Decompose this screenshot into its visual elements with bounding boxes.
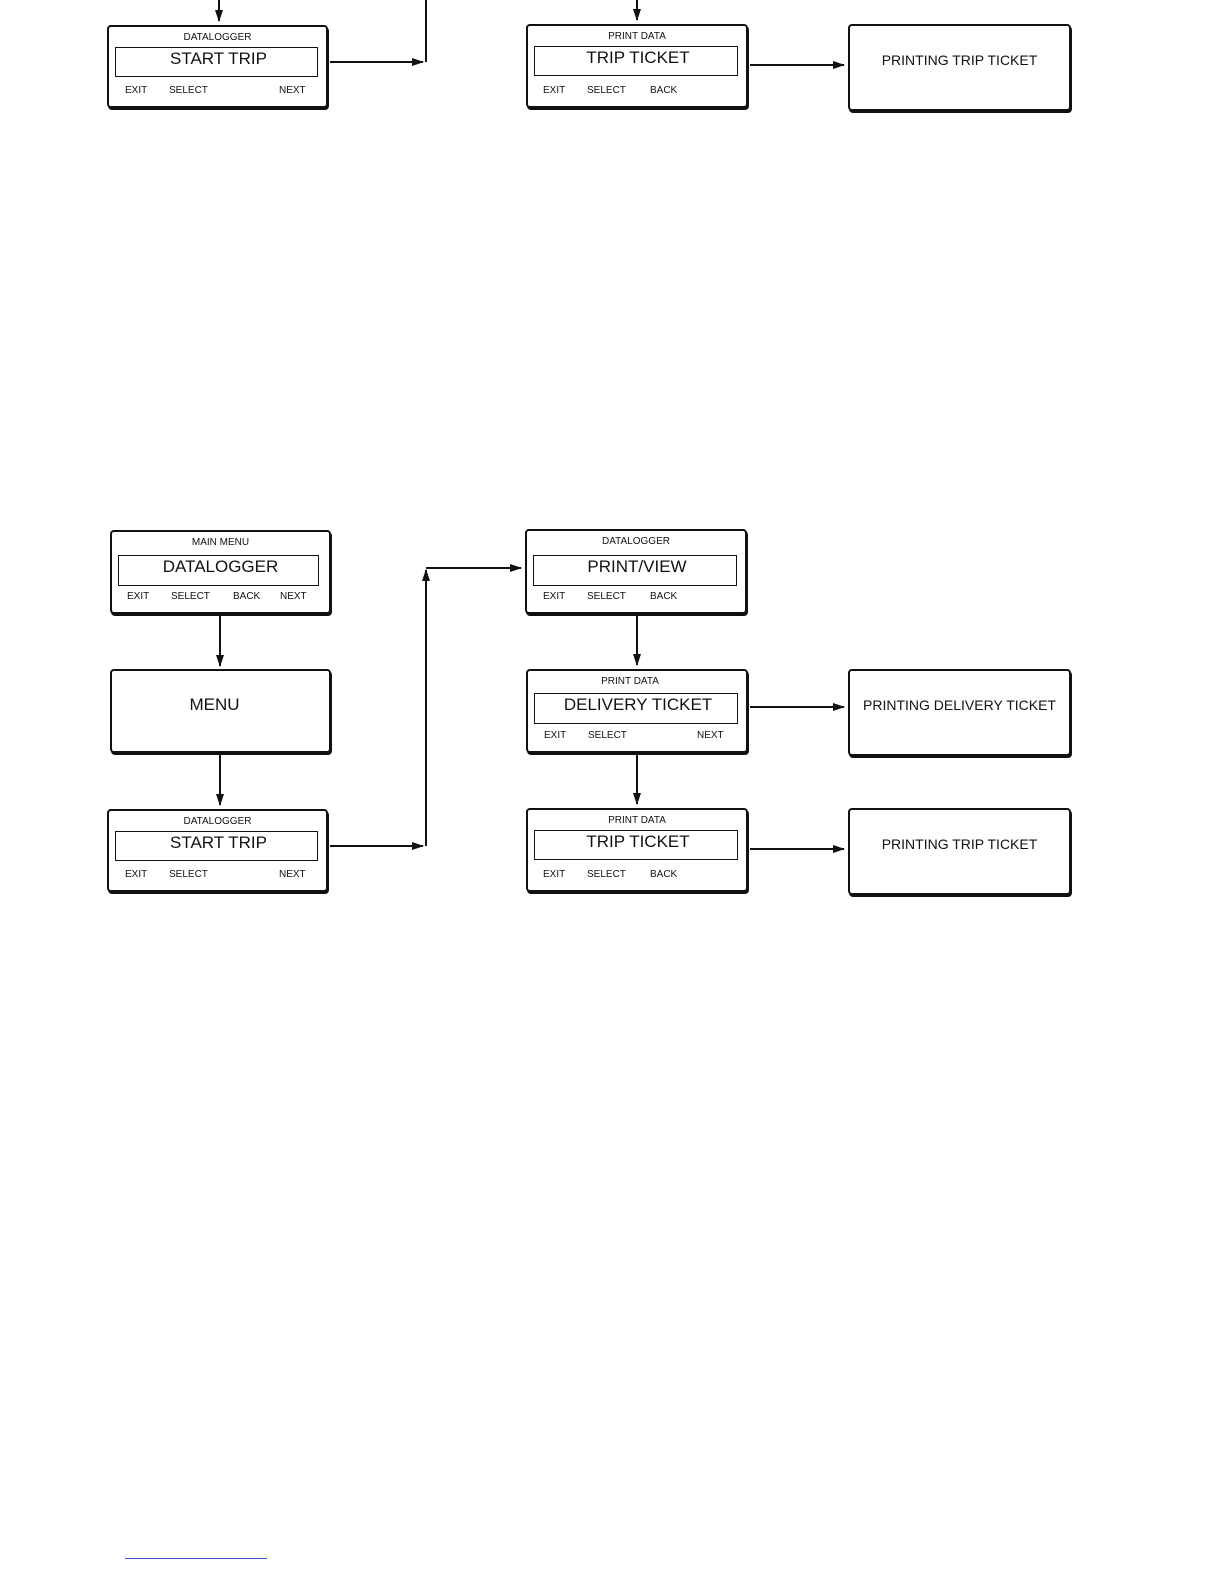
exit-key-label: EXIT xyxy=(543,869,566,880)
select-key-label: SELECT xyxy=(169,869,208,880)
back-key-label: BACK xyxy=(650,591,678,602)
exit-key-label: EXIT xyxy=(125,85,148,96)
screen-header: DATALOGGER xyxy=(183,32,252,43)
select-key-label: SELECT xyxy=(587,591,626,602)
exit-key-label: EXIT xyxy=(543,85,566,96)
select-key-label: SELECT xyxy=(171,591,210,602)
print-view-screen: DATALOGGER PRINT/VIEW EXIT SELECT BACK xyxy=(525,529,747,614)
main-menu-screen: MAIN MENU DATALOGGER EXIT SELECT BACK NE… xyxy=(110,530,331,614)
screen-display: DATALOGGER xyxy=(118,555,319,586)
screen-display: TRIP TICKET xyxy=(534,830,738,860)
footnote-rule xyxy=(125,1558,267,1559)
select-key-label: SELECT xyxy=(588,730,627,741)
exit-key-label: EXIT xyxy=(544,730,567,741)
panel-text: MENU xyxy=(189,695,240,714)
printing-delivery-ticket-panel: PRINTING DELIVERY TICKET xyxy=(848,669,1071,756)
next-key-label: NEXT xyxy=(279,85,306,96)
delivery-ticket-screen: PRINT DATA DELIVERY TICKET EXIT SELECT N… xyxy=(526,669,748,753)
softkey-row: EXIT SELECT BACK NEXT xyxy=(112,591,329,603)
menu-panel: MENU xyxy=(110,669,331,753)
next-key-label: NEXT xyxy=(280,591,307,602)
softkey-row: EXIT SELECT NEXT xyxy=(528,730,746,742)
softkey-row: EXIT SELECT BACK xyxy=(527,591,745,603)
exit-key-label: EXIT xyxy=(127,591,150,602)
screen-display: PRINT/VIEW xyxy=(533,555,737,586)
select-key-label: SELECT xyxy=(169,85,208,96)
printing-trip-ticket-panel-top: PRINTING TRIP TICKET xyxy=(848,24,1071,111)
softkey-row: EXIT SELECT BACK xyxy=(528,869,746,881)
panel-text: PRINTING TRIP TICKET xyxy=(881,52,1038,68)
screen-header: DATALOGGER xyxy=(602,536,670,547)
screen-header: PRINT DATA xyxy=(608,31,666,42)
exit-key-label: EXIT xyxy=(125,869,148,880)
softkey-row: EXIT SELECT NEXT xyxy=(109,85,326,97)
exit-key-label: EXIT xyxy=(543,591,566,602)
softkey-row: EXIT SELECT BACK xyxy=(528,85,746,97)
trip-ticket-screen: PRINT DATA TRIP TICKET EXIT SELECT BACK xyxy=(526,808,748,892)
trip-ticket-screen-top: PRINT DATA TRIP TICKET EXIT SELECT BACK xyxy=(526,24,748,108)
panel-text: PRINTING TRIP TICKET xyxy=(881,836,1038,852)
start-trip-screen-top: DATALOGGER START TRIP EXIT SELECT NEXT xyxy=(107,25,328,108)
screen-display: START TRIP xyxy=(115,47,318,77)
select-key-label: SELECT xyxy=(587,85,626,96)
screen-header: DATALOGGER xyxy=(183,816,252,827)
screen-header: PRINT DATA xyxy=(608,815,666,826)
screen-header: PRINT DATA xyxy=(601,676,659,687)
start-trip-screen: DATALOGGER START TRIP EXIT SELECT NEXT xyxy=(107,809,328,892)
printing-trip-ticket-panel: PRINTING TRIP TICKET xyxy=(848,808,1071,895)
softkey-row: EXIT SELECT NEXT xyxy=(109,869,326,881)
panel-text: PRINTING DELIVERY TICKET xyxy=(863,697,1056,713)
screen-display: TRIP TICKET xyxy=(534,46,738,76)
next-key-label: NEXT xyxy=(697,730,724,741)
back-key-label: BACK xyxy=(650,85,678,96)
back-key-label: BACK xyxy=(233,591,261,602)
next-key-label: NEXT xyxy=(279,869,306,880)
screen-display: DELIVERY TICKET xyxy=(534,693,738,724)
screen-display: START TRIP xyxy=(115,831,318,861)
back-key-label: BACK xyxy=(650,869,678,880)
select-key-label: SELECT xyxy=(587,869,626,880)
screen-header: MAIN MENU xyxy=(191,537,250,548)
